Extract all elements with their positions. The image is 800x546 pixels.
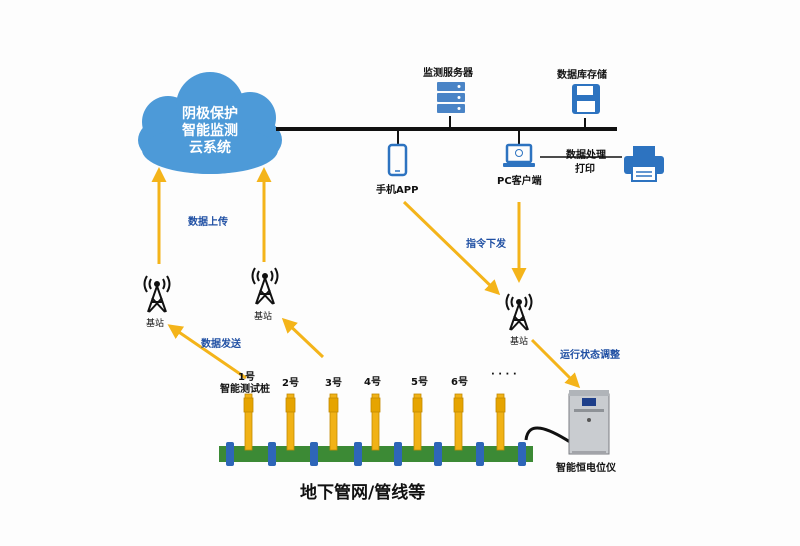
device-label: 智能恒电位仪 — [556, 463, 616, 474]
pile-1-number: 1号 — [238, 372, 255, 383]
pile-3-label: 3号 — [325, 378, 342, 389]
pile-4-label: 4号 — [364, 377, 381, 388]
command-label: 指令下发 — [466, 239, 506, 250]
phone-app-label: 手机APP — [376, 185, 419, 196]
cloud-label: 阴极保护 智能监测 云系统 — [160, 106, 260, 157]
pile-2-label: 2号 — [282, 378, 299, 389]
cloud-line2: 智能监测 — [182, 123, 238, 139]
send-arrow-middle — [281, 317, 325, 359]
pipe-clamps — [226, 442, 526, 466]
data-process-label: 数据处理 — [566, 150, 606, 161]
pile-5-label: 5号 — [411, 377, 428, 388]
device-cable — [524, 426, 571, 444]
pipeline-bar — [219, 446, 533, 462]
adjust-arrow — [530, 338, 581, 389]
send-arrow-left — [167, 324, 247, 380]
potentiostat-device-icon — [568, 390, 610, 455]
tower-icon-middle — [251, 267, 279, 305]
test-pile-posts — [243, 393, 506, 451]
send-label: 数据发送 — [201, 339, 241, 350]
command-arrow-phone — [402, 200, 501, 296]
tower-icon-left — [143, 275, 171, 313]
floppy-disk-icon — [572, 84, 600, 114]
phone-icon — [387, 143, 408, 177]
cloud-line1: 阴极保护 — [182, 106, 238, 122]
pile-more-label: · · · · — [491, 369, 517, 380]
station-left-label: 基站 — [146, 319, 165, 329]
server-icon — [437, 82, 465, 113]
cloud-shape — [138, 72, 282, 174]
pile-6-label: 6号 — [451, 377, 468, 388]
adjust-label: 运行状态调整 — [560, 350, 620, 361]
database-label: 数据库存储 — [557, 70, 607, 81]
printer-icon — [624, 146, 664, 182]
laptop-icon — [503, 143, 535, 167]
tower-icon-right — [505, 293, 533, 331]
station-right-label: 基站 — [510, 337, 529, 347]
station-middle-label: 基站 — [254, 312, 273, 322]
pipeline-label: 地下管网/管线等 — [300, 483, 426, 503]
print-label: 打印 — [575, 164, 595, 175]
pc-client-label: PC客户端 — [497, 176, 542, 187]
upload-label: 数据上传 — [188, 217, 228, 228]
cloud-line3: 云系统 — [189, 140, 231, 156]
server-label: 监测服务器 — [423, 68, 473, 79]
pile-1-name: 智能测试桩 — [220, 384, 270, 395]
